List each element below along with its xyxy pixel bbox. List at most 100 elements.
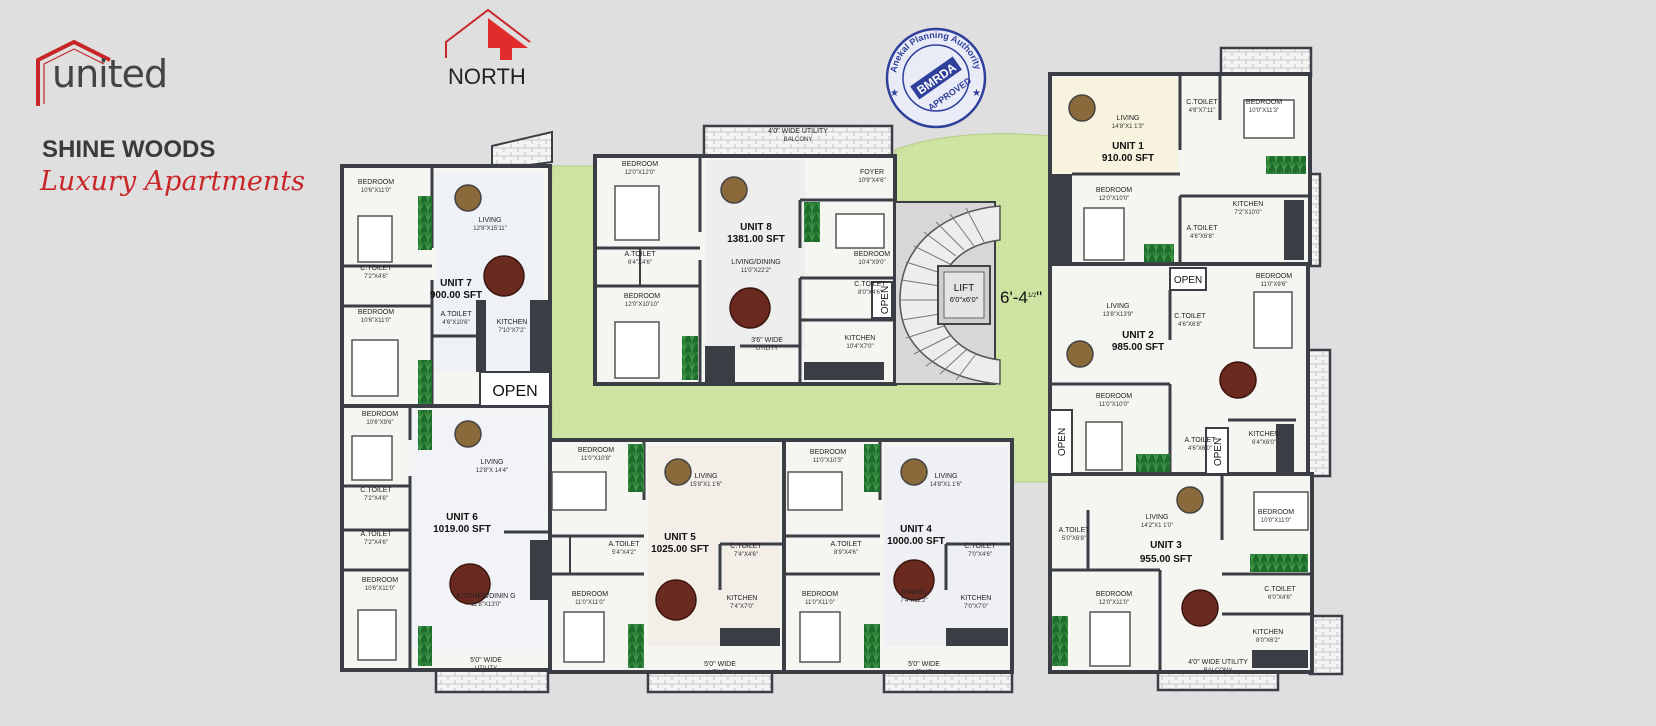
room-name: BEDROOM <box>578 447 614 454</box>
room-dimension: 7'0"X4'6" <box>968 552 992 558</box>
room-name: LIVING <box>1117 115 1140 122</box>
room-name: C.TOILET <box>730 543 762 550</box>
room-dimension: 7'4"X7'0" <box>730 604 754 610</box>
room-name: C.TOILET <box>1186 99 1218 106</box>
room-name: 4'0" WIDE UTILITY <box>768 128 828 135</box>
unit6-area: 1019.00 SFT <box>433 524 491 535</box>
room-dimension: 11'0"X9'6" <box>1261 282 1288 288</box>
room-dimension: 10'6"X11'0" <box>365 586 395 592</box>
room-name: BEDROOM <box>358 179 394 186</box>
room-dimension: BALCONY <box>784 137 813 143</box>
room-dimension: 7'10"X7'2" <box>498 328 525 334</box>
unit2-area: 985.00 SFT <box>1112 342 1164 353</box>
room-dimension: 12'0"X10'10" <box>625 302 659 308</box>
room-name: BEDROOM <box>362 577 398 584</box>
unit5-area: 1025.00 SFT <box>651 544 709 555</box>
house-logo-icon <box>36 39 111 106</box>
room-name: 5'0" WIDE <box>908 661 940 668</box>
unit7-name: UNIT 7 <box>440 278 472 289</box>
room-name: BEDROOM <box>622 161 658 168</box>
room-dimension: 4'6"X10'6" <box>442 320 469 326</box>
room-dimension: 8'0"X4'6" <box>858 290 882 296</box>
room-name: C.TOILET <box>964 543 996 550</box>
room-name: A.TOILET <box>1059 527 1091 534</box>
room-dimension: 5'0"X6'8" <box>1062 536 1086 542</box>
room-dimension: UTILITY <box>475 666 497 672</box>
room-name: BEDROOM <box>1256 273 1292 280</box>
room-name: BEDROOM <box>1096 393 1132 400</box>
room-dimension: 11'0"X10'0" <box>1099 402 1129 408</box>
svg-text:★: ★ <box>890 88 899 99</box>
room-name: C.TOILET <box>360 265 392 272</box>
room-dimension: BALCONY <box>1204 668 1233 674</box>
svg-text:★: ★ <box>972 88 981 99</box>
room-labels: BEDROOM10'6"X11'0"LIVING12'8"X15'11"C.TO… <box>358 99 1296 676</box>
room-dimension: 11'0"X10'8" <box>581 456 611 462</box>
room-dimension: 12'0"X12'0" <box>625 170 656 176</box>
room-dimension: 5'4"X4'2" <box>612 550 636 556</box>
room-name: KITCHEN <box>1249 431 1280 438</box>
room-name: LIVING <box>481 459 504 466</box>
unit1-area: 910.00 SFT <box>1102 153 1154 164</box>
room-name: A.TOILET <box>609 541 641 548</box>
room-name: BEDROOM <box>362 411 398 418</box>
room-dimension: 6'4"X4'6" <box>628 260 652 266</box>
room-dimension: 6'4"X6'0" <box>1252 440 1276 446</box>
room-dimension: 10'0"X11'3" <box>1249 108 1279 114</box>
sofa-sets <box>454 94 1204 514</box>
room-name: BEDROOM <box>624 293 660 300</box>
room-name: LIVING <box>935 473 958 480</box>
room-name: LIVING <box>1107 303 1130 310</box>
room-name: LIVING <box>1146 514 1169 521</box>
south-block <box>548 438 1014 674</box>
room-name: A.TOILET <box>831 541 863 548</box>
room-name: C.TOILET <box>854 281 886 288</box>
room-dimension: 14'8"X1 1'3" <box>1112 124 1144 130</box>
room-name: KITCHEN <box>845 335 876 342</box>
room-dimension: 15'8"X1 1'6" <box>690 482 722 488</box>
room-dimension: 11'0"X11'0" <box>575 600 605 606</box>
open-labels: OPEN OPEN OPEN OPEN OPEN <box>492 275 1224 466</box>
room-dimension: 4'6"X6'0" <box>1188 446 1212 452</box>
room-dimension: 11'0"X22'2" <box>741 268 771 274</box>
room-dimension: 14'8"X1 1'6" <box>930 482 962 488</box>
room-dimension: 7'2"X4'6" <box>364 540 388 546</box>
room-dimension: 4'6"X6'8" <box>1178 322 1202 328</box>
bed-furniture <box>351 99 1309 667</box>
room-name: 4'0" WIDE UTILITY <box>1188 659 1248 666</box>
unit8-area: 1381.00 SFT <box>727 234 785 245</box>
room-name: BEDROOM <box>802 591 838 598</box>
room-dimension: 4'6"X7'11" <box>1189 108 1216 114</box>
room-dimension: 6'0"X4'6" <box>1268 595 1292 601</box>
open-label: OPEN <box>880 286 891 314</box>
unit3-area: 955.00 SFT <box>1140 554 1192 565</box>
room-dimension: UTILITY <box>756 346 778 352</box>
lift-size: 6'0"x6'0" <box>950 295 979 304</box>
room-name: C.TOILET <box>360 487 392 494</box>
project-name: SHINE WOODS <box>42 136 216 163</box>
room-name: BEDROOM <box>1096 187 1132 194</box>
unit3-name: UNIT 3 <box>1150 540 1182 551</box>
east-block <box>1048 72 1314 674</box>
room-name: BEDROOM <box>1246 99 1282 106</box>
room-dimension: 12'0"X10'0" <box>1099 196 1130 202</box>
open-label: OPEN <box>1057 428 1068 456</box>
room-dimension: 11'0"X11'0" <box>805 600 835 606</box>
room-name: BEDROOM <box>572 591 608 598</box>
unit4-area: 1000.00 SFT <box>887 536 945 547</box>
room-name: DINING <box>902 589 927 596</box>
room-dimension: 11'0"X10'3" <box>813 458 843 464</box>
room-dimension: 12'8"X13'0" <box>471 602 502 608</box>
room-dimension: 4'6"X6'8" <box>1190 234 1214 240</box>
room-dimension: 7'4"X4'6" <box>734 552 758 558</box>
room-name: A.TOILET <box>1185 437 1217 444</box>
room-name: BEDROOM <box>358 309 394 316</box>
room-dimension: 7'4"X12'2" <box>900 598 927 604</box>
room-name: C.TOILET <box>1174 313 1206 320</box>
room-dimension: 8'9"X4'6" <box>834 550 858 556</box>
room-dimension: UTILITY <box>709 670 731 676</box>
room-name: KITCHEN <box>727 595 758 602</box>
room-name: C.TOILET <box>1264 586 1296 593</box>
